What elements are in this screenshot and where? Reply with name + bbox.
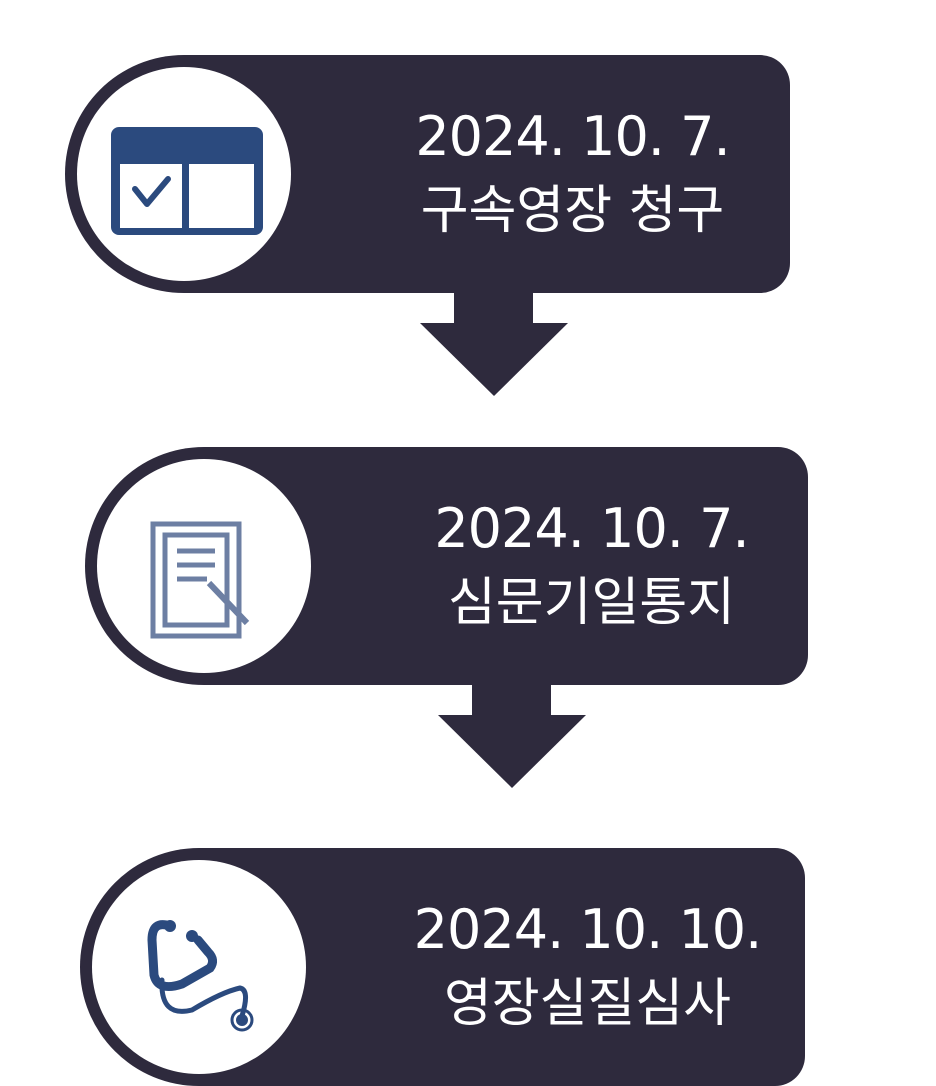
- step-label: 구속영장 청구: [420, 181, 725, 241]
- step-1: 2024. 10. 7. 구속영장 청구: [65, 55, 790, 293]
- icon-circle: [92, 860, 306, 1074]
- step-3: 2024. 10. 10. 영장실질심사: [80, 848, 805, 1086]
- down-arrow-icon: [420, 292, 568, 396]
- stethoscope-icon: [147, 920, 254, 1032]
- checklist-window-icon: [111, 127, 263, 235]
- step-date: 2024. 10. 7.: [434, 497, 749, 560]
- step-2: 2024. 10. 7. 심문기일통지: [85, 447, 808, 685]
- step-label: 심문기일통지: [447, 573, 736, 633]
- icon-circle: [97, 459, 311, 673]
- step-date: 2024. 10. 7.: [415, 105, 730, 168]
- down-arrow-icon: [438, 684, 586, 788]
- icon-circle: [77, 67, 291, 281]
- step-date: 2024. 10. 10.: [413, 898, 763, 961]
- step-label: 영장실질심사: [443, 974, 732, 1034]
- document-edit-icon: [150, 521, 250, 639]
